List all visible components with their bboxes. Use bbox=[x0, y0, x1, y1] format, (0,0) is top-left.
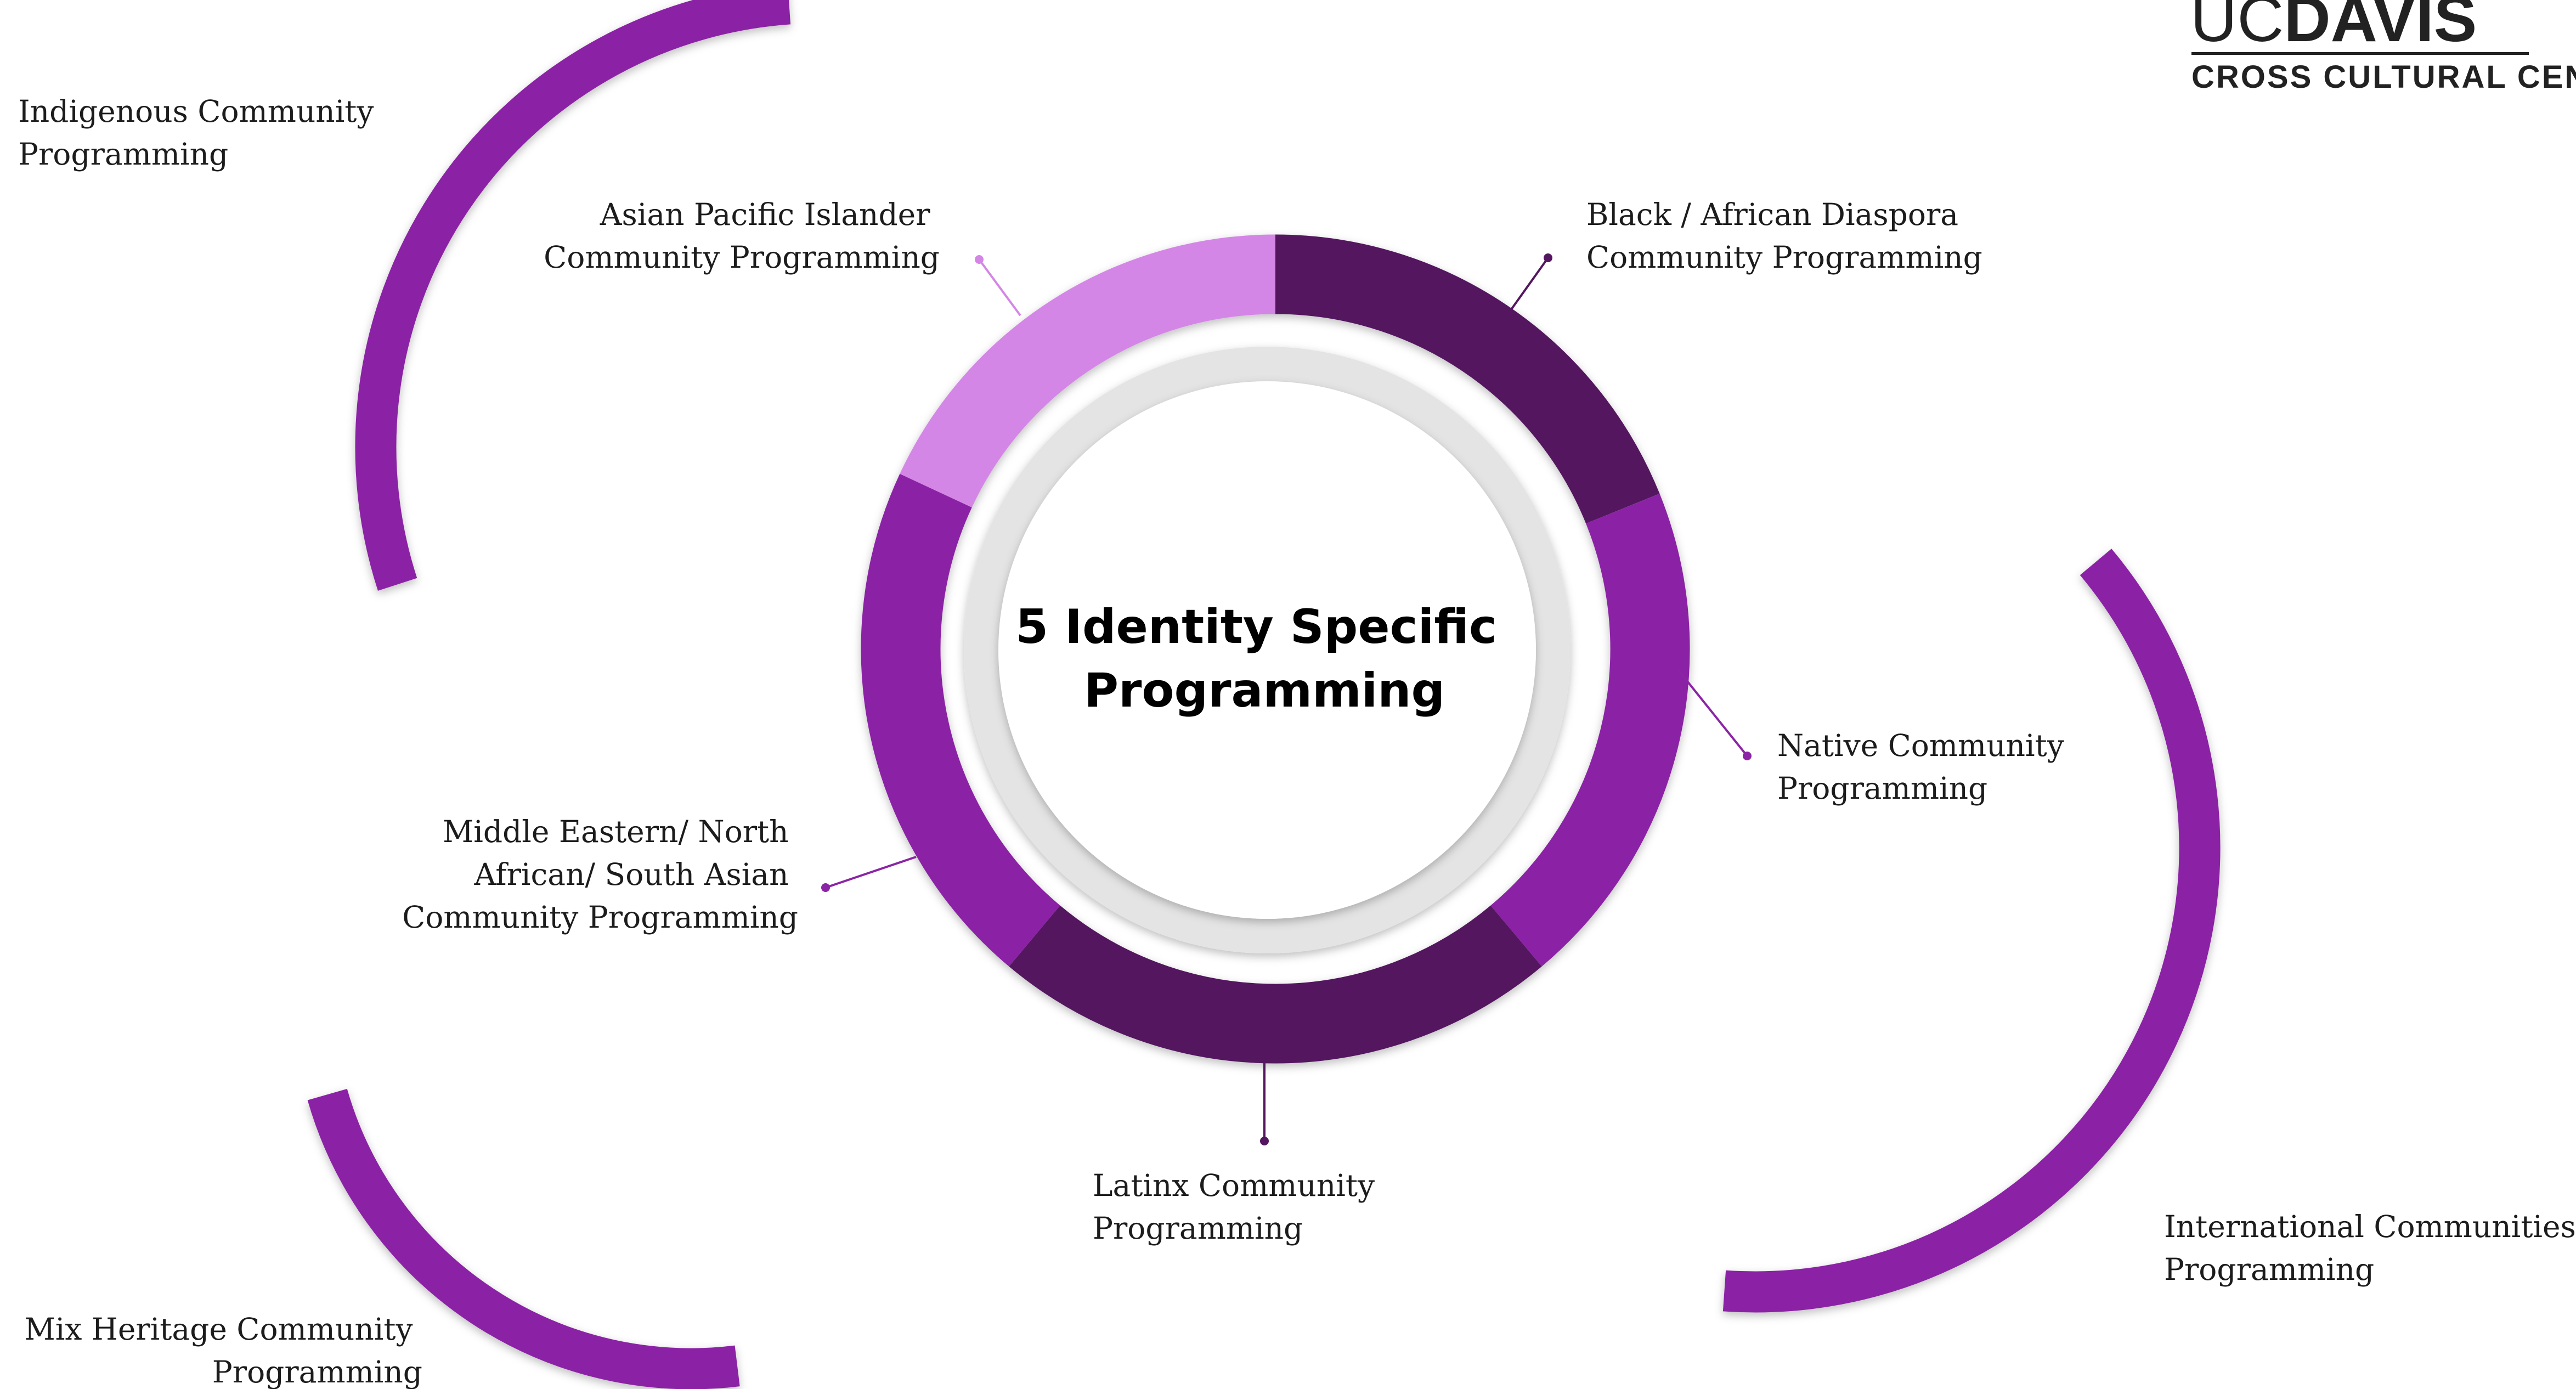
label-latinx: Latinx Community Programming bbox=[1093, 1168, 1385, 1246]
connector-dot-latinx bbox=[1260, 1137, 1269, 1145]
center-title: 5 Identity Specific Programming bbox=[1015, 600, 1513, 718]
ring-segment-native bbox=[1490, 493, 1690, 967]
label-black-african-diaspora: Black / African Diaspora Community Progr… bbox=[1586, 197, 1982, 275]
label-mix-heritage: Mix Heritage Community Programming bbox=[24, 1312, 422, 1389]
logo-wordmark: UCDAVIS bbox=[2190, 0, 2477, 55]
outer-arcs bbox=[307, 0, 2221, 1389]
label-international: International Communities Programming bbox=[2164, 1209, 2576, 1287]
ring-segment-middle-eastern-north-african-south-asian bbox=[861, 473, 1060, 967]
ucdavis-logo: UCDAVIS CROSS CULTURAL CENTER bbox=[2190, 0, 2576, 95]
ring-segment-black-african-diaspora bbox=[1275, 234, 1660, 524]
programming-ring bbox=[861, 234, 1690, 1064]
connector-black bbox=[1505, 257, 1549, 318]
connector-dot-native bbox=[1743, 752, 1752, 760]
connector-native bbox=[1677, 669, 1748, 757]
ring-segment-asian-pacific-islander bbox=[900, 234, 1276, 508]
connector-asian bbox=[978, 258, 1021, 317]
label-native: Native Community Programming bbox=[1777, 728, 2074, 806]
label-asian-pacific-islander: Asian Pacific Islander Community Program… bbox=[544, 197, 940, 275]
connector-dot-black bbox=[1544, 253, 1552, 262]
connector-lines bbox=[821, 253, 1752, 1145]
logo-subtitle: CROSS CULTURAL CENTER bbox=[2191, 59, 2576, 95]
center-disc bbox=[998, 381, 1536, 919]
connector-dot-mena bbox=[821, 883, 830, 892]
ring-segment-latinx bbox=[1009, 905, 1542, 1064]
connector-dot-asian bbox=[975, 255, 984, 264]
label-middle-eastern-north-african-south-asian: Middle Eastern/ North African/ South Asi… bbox=[402, 814, 798, 935]
logo-divider bbox=[2191, 52, 2529, 55]
outer-arc-mix-heritage bbox=[307, 1088, 740, 1389]
label-indigenous: Indigenous Community Programming bbox=[18, 94, 383, 172]
outer-arc-international bbox=[1722, 549, 2221, 1313]
outer-arc-indigenous bbox=[355, 0, 791, 591]
connector-mena bbox=[825, 856, 917, 889]
